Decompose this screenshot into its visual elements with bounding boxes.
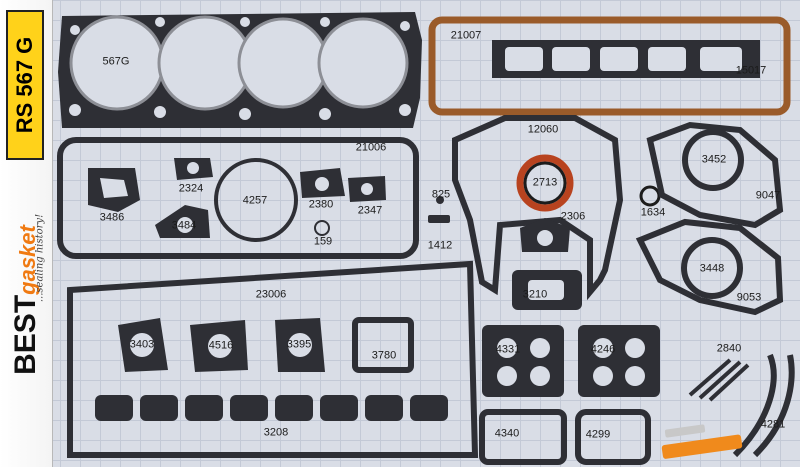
head-gasket xyxy=(58,12,422,128)
kit-code-badge: RS 567 G xyxy=(6,10,44,160)
carb-gasket-4331 xyxy=(482,325,564,397)
valve-cover-gasket xyxy=(57,137,419,259)
small-gaskets-upper xyxy=(88,158,450,242)
gasket-3210 xyxy=(512,270,582,310)
part-number-label: 4299 xyxy=(585,428,611,441)
manifold-gasket xyxy=(492,40,760,78)
part-number-label: 3448 xyxy=(699,262,725,275)
part-number-label: 1634 xyxy=(640,206,666,219)
part-number-label: 4331 xyxy=(495,343,521,356)
oil-pan-small-gaskets xyxy=(95,317,448,421)
part-number-label: 3780 xyxy=(371,349,397,362)
utility-knife xyxy=(661,424,743,459)
part-number-label: 9047 xyxy=(755,189,781,202)
oil-pan-gasket xyxy=(67,260,479,458)
part-number-label: 3486 xyxy=(99,211,125,224)
part-number-label: 9053 xyxy=(736,291,762,304)
rope-seals xyxy=(688,358,750,402)
part-number-label: 2840 xyxy=(716,342,742,355)
part-number-label: 23006 xyxy=(255,288,287,301)
water-pump-gasket-lower xyxy=(635,218,784,316)
hose-strips xyxy=(732,353,795,458)
carb-gasket-4340 xyxy=(479,409,567,465)
part-number-label: 2324 xyxy=(178,182,204,195)
brand-sidebar: RS 567 G BESTgasket ...sealing history! xyxy=(0,0,53,467)
part-number-label: 2347 xyxy=(357,204,383,217)
part-number-label: 3484 xyxy=(171,219,197,232)
part-number-label: 3395 xyxy=(286,338,312,351)
part-number-label: 12060 xyxy=(527,123,559,136)
part-number-label: 15017 xyxy=(735,64,767,77)
part-number-label: 3210 xyxy=(522,288,548,301)
part-number-label: 4516 xyxy=(208,339,234,352)
part-number-label: 4257 xyxy=(242,194,268,207)
part-number-label: 4281 xyxy=(760,418,786,431)
manifold-gasket-rope xyxy=(428,16,791,116)
part-number-label: 567G xyxy=(102,55,130,68)
water-pump-gasket-upper xyxy=(646,121,784,229)
part-number-label: 3452 xyxy=(701,153,727,166)
crank-seal xyxy=(516,154,574,212)
part-number-label: 2306 xyxy=(560,210,586,223)
o-ring-1634 xyxy=(639,185,661,207)
part-number-label: 825 xyxy=(431,188,451,201)
fuel-pump-gasket xyxy=(520,218,570,252)
timing-cover-gasket xyxy=(452,115,624,301)
carb-gasket-4299 xyxy=(575,409,651,465)
carb-gasket-4246 xyxy=(578,325,660,397)
part-number-label: 21007 xyxy=(450,29,482,42)
part-number-label: 2713 xyxy=(532,176,558,189)
part-number-label: 159 xyxy=(313,235,333,248)
part-number-label: 3208 xyxy=(263,426,289,439)
part-number-label: 4246 xyxy=(590,343,616,356)
part-number-label: 4340 xyxy=(494,427,520,440)
part-number-label: 2380 xyxy=(308,198,334,211)
part-number-label: 1412 xyxy=(427,239,453,252)
part-number-label: 3403 xyxy=(129,338,155,351)
part-number-label: 21006 xyxy=(355,141,387,154)
